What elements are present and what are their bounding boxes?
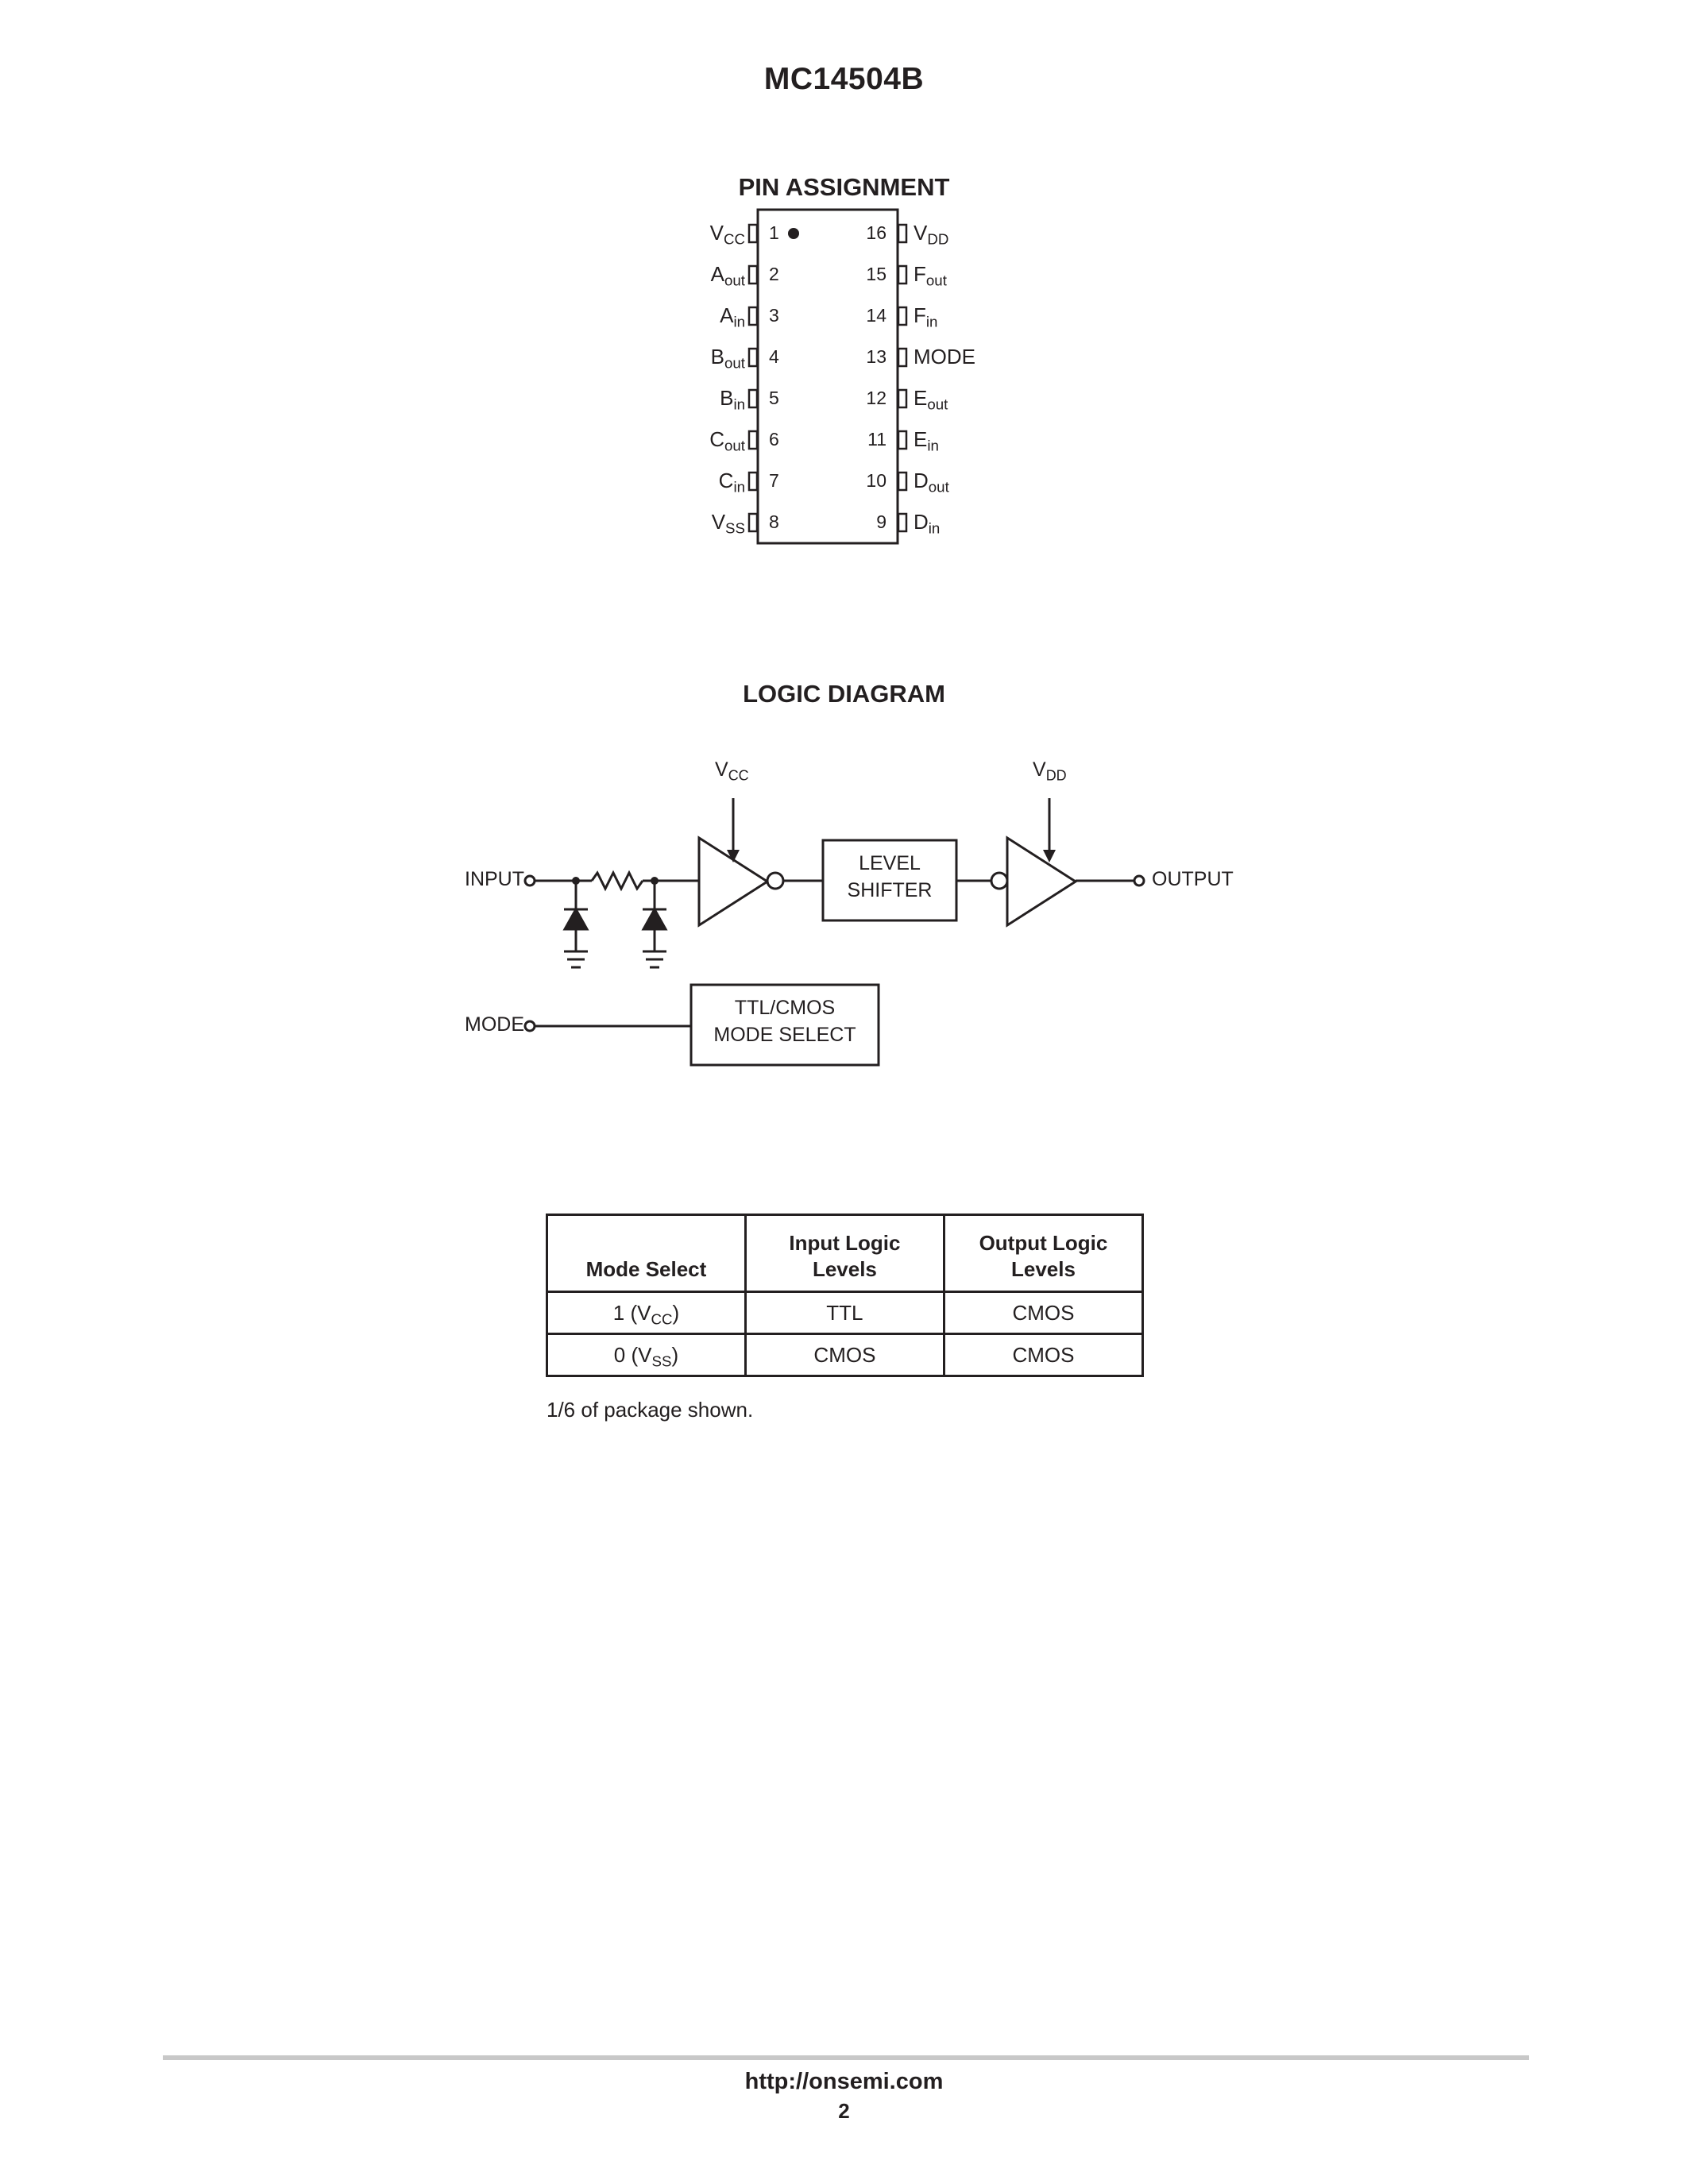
footer-divider xyxy=(163,2055,1529,2060)
pin-name-label: Aout xyxy=(710,262,745,289)
pin-lead xyxy=(897,347,908,368)
table-row: 0 (VSS) CMOS CMOS xyxy=(546,1333,1145,1377)
output-buffer xyxy=(1006,835,1078,928)
pin-name-label: MODE xyxy=(914,345,975,369)
pin-lead xyxy=(897,471,908,492)
pin-name-label: Bin xyxy=(720,386,745,413)
pin-name-label: VSS xyxy=(711,510,745,537)
pin-number-label: 11 xyxy=(867,429,886,450)
pin-number-label: 7 xyxy=(769,470,779,491)
pin-number-label: 9 xyxy=(876,511,886,532)
mode-cell: 1 (VCC) xyxy=(546,1291,747,1335)
mode-label: MODE xyxy=(465,1013,524,1036)
pin-package-outline xyxy=(747,208,908,545)
pin-lead xyxy=(897,223,908,244)
pin-number-label: 3 xyxy=(769,305,779,326)
pin-lead xyxy=(897,264,908,285)
pin-name-label: Cout xyxy=(709,427,745,454)
pin-number-label: 13 xyxy=(866,346,886,367)
pin-number-label: 10 xyxy=(866,470,886,491)
level-shifter-text: LEVEL SHIFTER xyxy=(847,852,933,901)
pin-number-label: 12 xyxy=(866,388,886,408)
pin-name-label: Eout xyxy=(914,386,948,413)
page-number: 2 xyxy=(838,2099,850,2123)
mode-terminal xyxy=(523,1020,536,1032)
pin-number-label: 14 xyxy=(866,305,886,326)
pin-name-label: Fout xyxy=(914,262,947,289)
pin-lead xyxy=(897,306,908,326)
mode-select-text: TTL/CMOS MODE SELECT xyxy=(713,997,856,1046)
vdd-label: VDD xyxy=(1033,758,1067,784)
diode-1 xyxy=(562,906,589,931)
mode-select-box xyxy=(689,983,880,1067)
inverter-bubble-1 xyxy=(766,871,785,890)
resistor xyxy=(590,870,644,892)
pin-name-label: VCC xyxy=(709,221,745,248)
pin-number-label: 5 xyxy=(769,388,779,408)
mode-cell: 0 (VSS) xyxy=(546,1333,747,1377)
pin-lead xyxy=(747,223,759,244)
pin-lead xyxy=(897,388,908,409)
output-label: OUTPUT xyxy=(1152,868,1234,890)
table-header-row: Mode Select Input Logic Levels Output Lo… xyxy=(546,1214,1145,1293)
pin-number-label: 6 xyxy=(769,429,779,450)
output-cell: CMOS xyxy=(942,1291,1145,1335)
footer-url-link[interactable]: http://onsemi.com xyxy=(744,2069,944,2094)
logic-diagram xyxy=(523,798,1145,1067)
input-cell: TTL xyxy=(744,1291,945,1335)
pin-lead xyxy=(747,388,759,409)
pin-lead xyxy=(897,512,908,533)
output-terminal xyxy=(1133,874,1145,887)
pin-lead xyxy=(747,512,759,533)
pin-name-label: Bout xyxy=(710,345,745,372)
input-cell: CMOS xyxy=(744,1333,945,1377)
vcc-label: VCC xyxy=(715,758,749,784)
pin-number-label: 2 xyxy=(769,264,779,284)
pin-name-label: Ain xyxy=(720,303,745,330)
pin1-marker xyxy=(788,228,799,239)
diode-2 xyxy=(641,906,668,931)
inverter-bubble-2 xyxy=(990,871,1009,890)
pin-lead xyxy=(747,430,759,450)
header-input-levels: Input Logic Levels xyxy=(744,1214,945,1293)
pin-lead xyxy=(747,306,759,326)
pin-number-label: 1 xyxy=(769,222,779,243)
pin-number-label: 16 xyxy=(866,222,886,243)
page-title: MC14504B xyxy=(763,62,925,96)
pin-name-label: Ein xyxy=(914,427,939,454)
pin-lead xyxy=(747,347,759,368)
package-note: 1/6 of package shown. xyxy=(547,1398,754,1422)
pin-name-label: Dout xyxy=(914,469,949,496)
input-terminal xyxy=(523,874,536,887)
pin-name-label: Cin xyxy=(718,469,745,496)
pin-name-label: Fin xyxy=(914,303,938,330)
table-row: 1 (VCC) TTL CMOS xyxy=(546,1291,1145,1335)
header-output-levels: Output Logic Levels xyxy=(942,1214,1145,1293)
input-label: INPUT xyxy=(465,868,524,890)
mode-table: Mode Select Input Logic Levels Output Lo… xyxy=(546,1214,1145,1377)
output-cell: CMOS xyxy=(942,1333,1145,1377)
pin-name-label: Din xyxy=(914,510,941,537)
pin-lead xyxy=(747,471,759,492)
pin-lead xyxy=(897,430,908,450)
pin-number-label: 15 xyxy=(866,264,886,284)
logic-diagram-title: LOGIC DIAGRAM xyxy=(743,680,945,708)
pin-assignment-title: PIN ASSIGNMENT xyxy=(738,173,950,201)
pin-lead xyxy=(747,264,759,285)
pin-number-label: 8 xyxy=(769,511,779,532)
pin-number-label: 4 xyxy=(769,346,779,367)
pin-name-label: VDD xyxy=(914,221,949,248)
header-mode-select: Mode Select xyxy=(546,1214,747,1293)
